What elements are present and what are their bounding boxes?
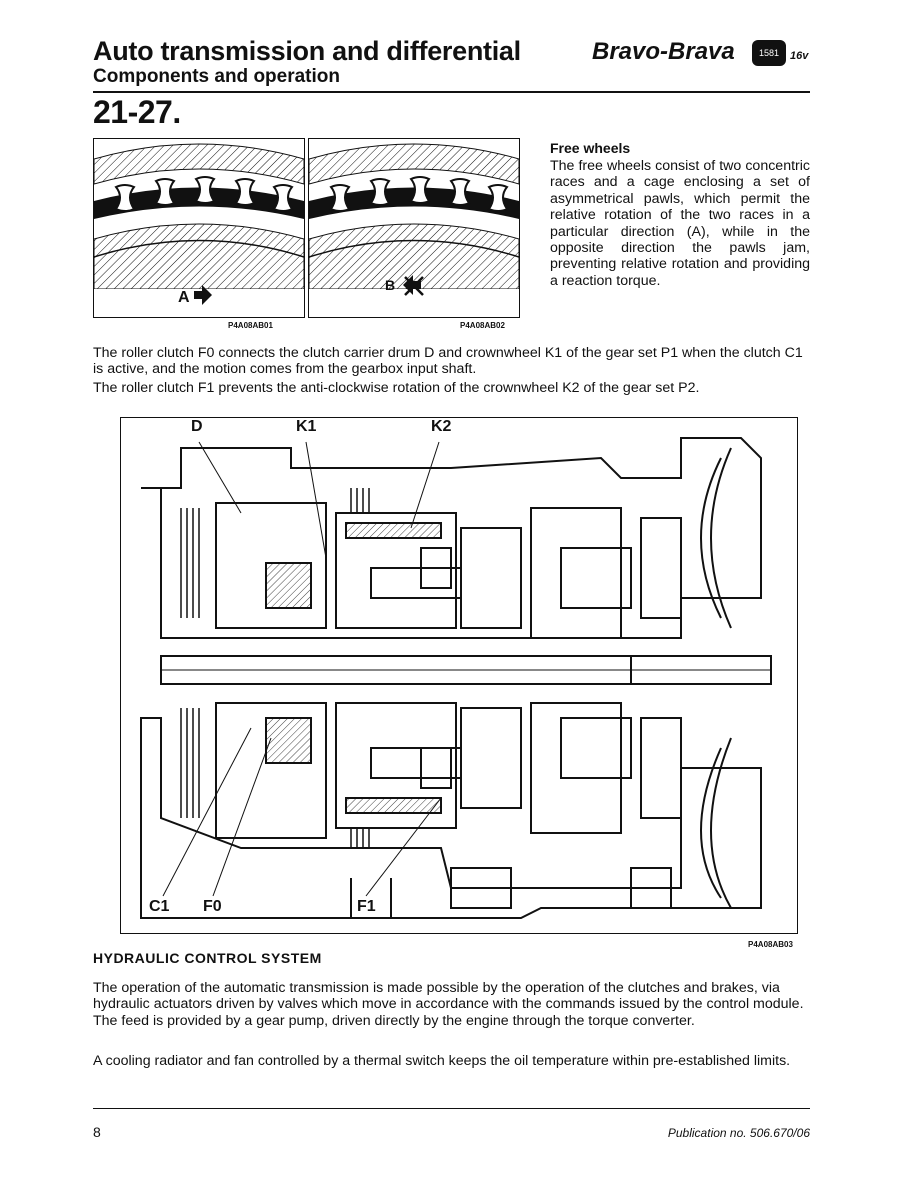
label-k2: K2 (431, 418, 452, 435)
page-title: Auto transmission and differential (93, 36, 521, 66)
body-paragraph-2: The roller clutch F1 prevents the anti-c… (93, 380, 700, 396)
free-wheel-diagram-b (309, 143, 519, 317)
figure-a-label: A (178, 289, 190, 306)
arrow-right-icon (194, 285, 212, 305)
header-rule (93, 91, 810, 93)
hydraulic-paragraph-1: The operation of the automatic transmiss… (93, 980, 804, 1029)
transmission-cross-section-diagram (140, 437, 772, 919)
main-figure-caption: P4A08AB03 (748, 940, 793, 949)
free-wheel-figure-b: B (308, 138, 520, 318)
free-wheel-figure-a: A (93, 138, 305, 318)
label-f0: F0 (203, 898, 222, 915)
free-wheels-text: The free wheels consist of two concentri… (550, 158, 810, 289)
blocked-arrow-icon (403, 275, 424, 296)
figure-b-label: B (385, 277, 396, 293)
hydraulic-paragraph-2: A cooling radiator and fan controlled by… (93, 1053, 791, 1069)
label-f1: F1 (357, 898, 376, 915)
label-c1: C1 (149, 898, 170, 915)
version-label: 16v (790, 50, 809, 62)
label-d: D (191, 418, 203, 435)
page-number: 8 (93, 1124, 101, 1140)
figure-a-caption: P4A08AB01 (228, 321, 273, 330)
hydraulic-heading: HYDRAULIC CONTROL SYSTEM (93, 950, 322, 966)
body-paragraph-1: The roller clutch F0 connects the clutch… (93, 345, 803, 378)
publication-number: Publication no. 506.670/06 (667, 1126, 810, 1140)
transmission-cross-section-figure: D K1 K2 C1 F0 F1 (120, 417, 798, 934)
label-k1: K1 (296, 418, 317, 435)
free-wheels-heading: Free wheels (550, 140, 631, 156)
figure-b-caption: P4A08AB02 (460, 321, 505, 330)
free-wheel-diagram-a (94, 143, 304, 317)
engine-badge: 1581 (752, 40, 786, 66)
section-number: 21-27. (93, 94, 181, 130)
footer-rule (93, 1108, 810, 1109)
brand-name: Bravo-Brava (592, 38, 735, 65)
page-subtitle: Components and operation (93, 66, 340, 87)
